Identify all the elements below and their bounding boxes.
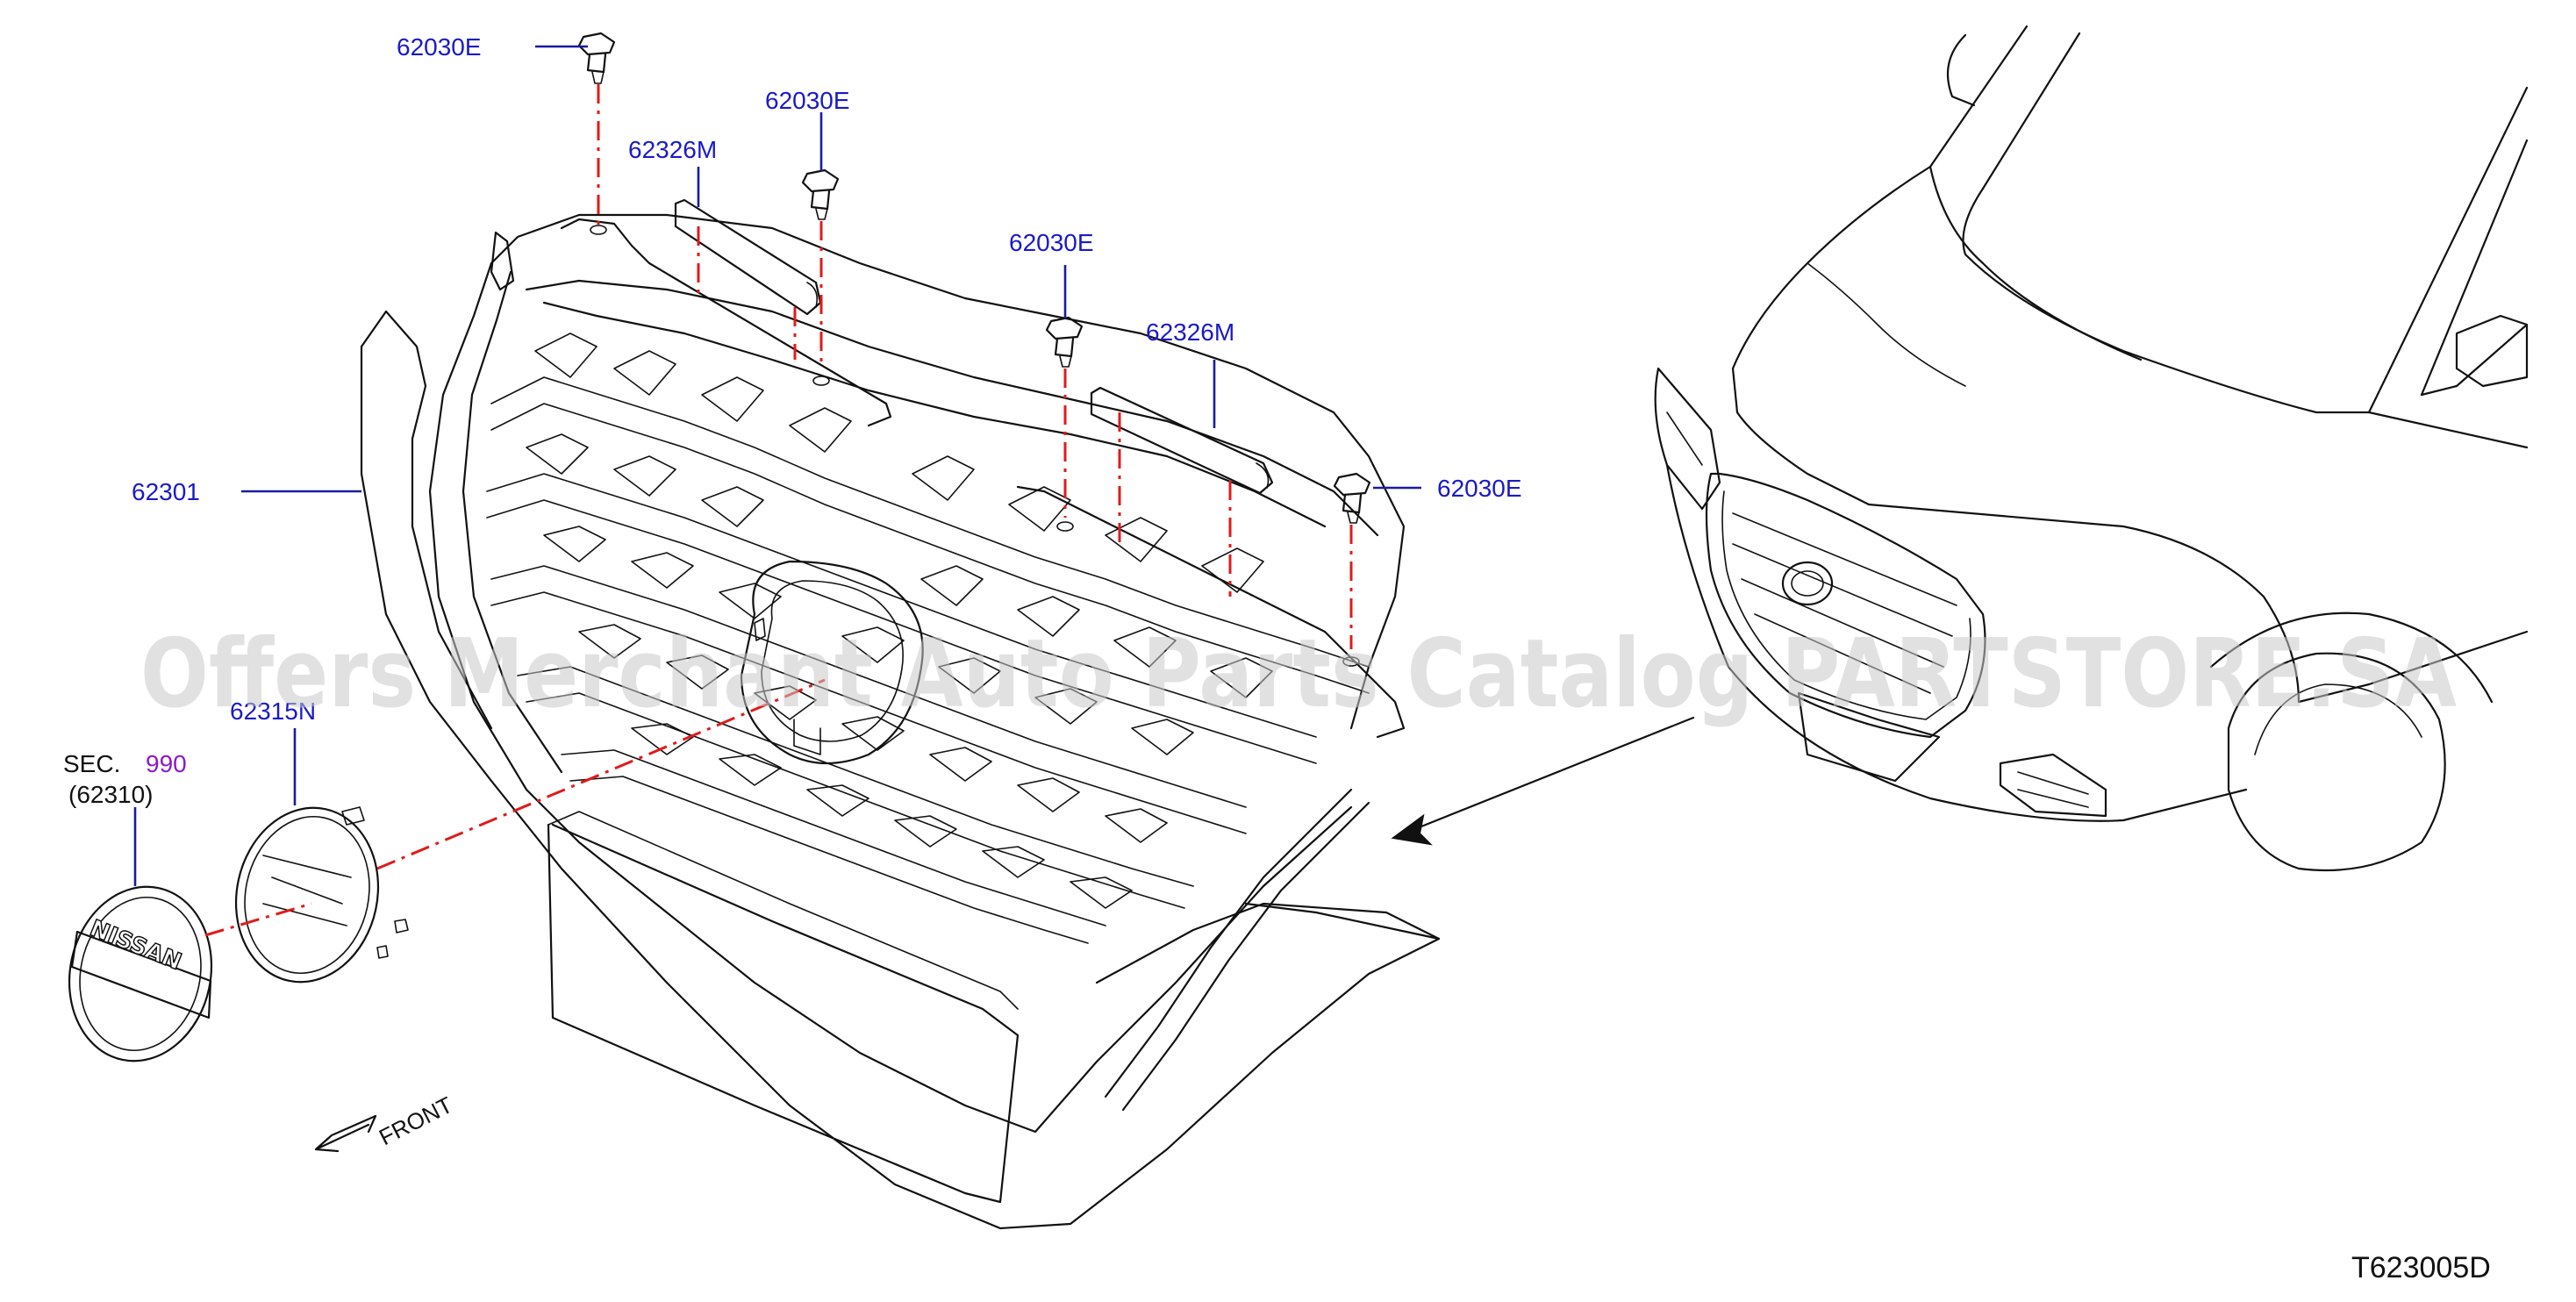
- emblem-base-62315n: [234, 806, 409, 984]
- seal-62326m-right: [1090, 386, 1274, 495]
- clip-62030e-top: [577, 32, 616, 84]
- leader-lines: [133, 45, 1421, 886]
- seal-62326m-left: [674, 198, 822, 316]
- emblem-lettering: NISSAN: [86, 915, 185, 976]
- front-direction-arrow: FRONT: [314, 1091, 457, 1153]
- callout-sec-part: (62310): [68, 781, 154, 808]
- callout-grille: 62301: [132, 478, 200, 505]
- assembly-centerlines: [204, 84, 1353, 937]
- watermark-text: Offers Merchant Auto Parts Catalog PARTS…: [140, 619, 2457, 729]
- front-label: FRONT: [375, 1091, 457, 1150]
- callout-sec-number: 990: [146, 750, 187, 777]
- figure-code: T623005D: [2351, 1251, 2491, 1284]
- clip-62030e-right: [1333, 472, 1371, 524]
- callout-seal-left: 62326M: [628, 136, 717, 163]
- callout-seal-right: 62326M: [1146, 318, 1234, 346]
- vehicle-overview: [1654, 25, 2529, 872]
- callout-clip-third: 62030E: [1009, 229, 1094, 256]
- detail-pointer-arrow: [1391, 716, 1695, 846]
- clip-62030e-second: [801, 168, 840, 220]
- callout-clip-top: 62030E: [397, 33, 482, 61]
- clip-62030e-third: [1045, 316, 1084, 368]
- mount-holes: [590, 225, 1360, 667]
- callout-clip-second: 62030E: [765, 87, 850, 114]
- callout-sec-label: SEC.: [63, 750, 120, 777]
- nissan-emblem: NISSAN: [68, 885, 213, 1062]
- callout-labels: 62030E 62030E 62030E 62030E 62326M 62326…: [63, 33, 1522, 808]
- callout-clip-right: 62030E: [1437, 475, 1522, 502]
- grille-assembly: [360, 213, 1441, 1230]
- callout-emblem-base: 62315N: [230, 698, 316, 725]
